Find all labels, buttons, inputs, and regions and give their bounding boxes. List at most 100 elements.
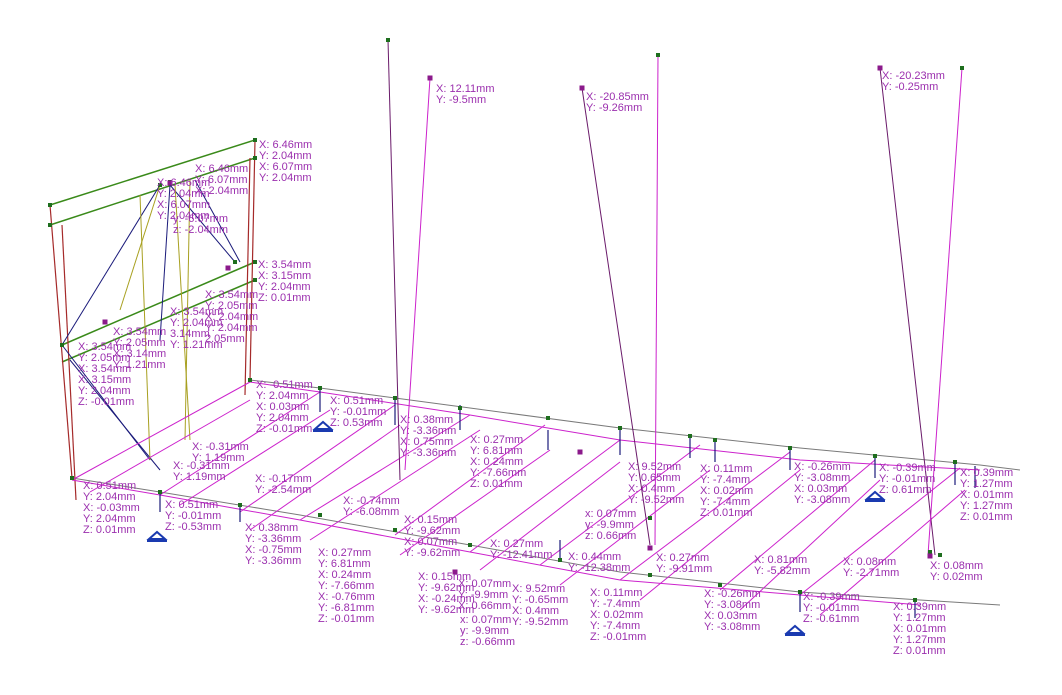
label-line: X: 0.02mm xyxy=(700,485,753,497)
label-line: X: 0.01mm xyxy=(960,489,1013,501)
tower-secondary-3 xyxy=(119,184,161,311)
tower-bracing-0 xyxy=(61,184,161,346)
label-line: X: 3.54mm xyxy=(78,363,131,375)
label-line: X: 3.54mm xyxy=(78,341,131,353)
label-line: X: -0.39mm xyxy=(879,462,936,474)
node-15 xyxy=(618,426,622,430)
node-5 xyxy=(253,260,257,264)
node-31 xyxy=(913,598,917,602)
label-line: X: 0.27mm xyxy=(656,552,709,564)
label-line: Y: 1.27mm xyxy=(960,478,1013,490)
label-line: X: 0.11mm xyxy=(590,587,642,599)
pylon-cable-0 xyxy=(387,39,401,481)
label-line: Y: -3.08mm xyxy=(704,599,760,611)
node-20 xyxy=(953,460,957,464)
cross-beam-6 xyxy=(299,414,471,521)
label-line: X: 3.15mm xyxy=(258,270,311,282)
label-line: X: 0.27mm xyxy=(318,547,371,559)
node-16 xyxy=(688,434,692,438)
label-line: X: 0.51mm xyxy=(83,480,136,492)
label-line: X: 0.39mm xyxy=(960,467,1013,479)
label-line: Z: -0.01mm xyxy=(590,631,646,643)
label-line: y: -6.07mm xyxy=(173,213,228,225)
label-line: Z: 0.01mm xyxy=(960,511,1013,523)
label-line: Z: 0.01mm xyxy=(470,478,523,490)
label-line: Y: -7.4mm xyxy=(590,620,640,632)
label-line: X: 0.51mm xyxy=(165,499,218,511)
label-line: Y: -9.62mm xyxy=(404,547,460,559)
tower-column-3 xyxy=(244,157,251,396)
cross-beam-19 xyxy=(819,489,966,616)
label-line: X: 6.46mm xyxy=(157,177,210,189)
label-line: X: 0.03mm xyxy=(794,483,847,495)
label-line: Y: 1.19mm xyxy=(173,471,226,483)
node-7 xyxy=(233,260,237,264)
label-line: X: 3.54mm xyxy=(258,259,311,271)
label-line: x: 0.07mm xyxy=(460,614,511,626)
label-line: Y: -9.52mm xyxy=(628,494,684,506)
nodes xyxy=(48,38,964,602)
cross-beam-17 xyxy=(739,479,881,611)
label-line: X: 12.11mm xyxy=(436,83,495,95)
label-line: X: 0.4mm xyxy=(628,483,675,495)
label-line: Y: -0.01mm xyxy=(330,406,386,418)
node-disp-9 xyxy=(927,553,933,559)
undeformed-edge-front xyxy=(71,477,1001,606)
node-disp-7 xyxy=(452,569,458,575)
cross-beam-1 xyxy=(89,399,251,493)
label-line: Y: -7.66mm xyxy=(318,580,374,592)
label-line: Y: -7.4mm xyxy=(590,598,640,610)
label-line: X: 0.75mm xyxy=(400,436,453,448)
pylon-cable-1 xyxy=(404,77,431,471)
tower-bracing-1 xyxy=(169,184,236,263)
label-line: Y: 1.27mm xyxy=(893,612,946,624)
label-line: Y: 1.21mm xyxy=(170,339,223,351)
tower-bracing-5 xyxy=(69,359,161,471)
label-line: Y: -7.4mm xyxy=(700,474,750,486)
label-line: Y: -0.01mm xyxy=(803,602,859,614)
cross-beam-16 xyxy=(719,459,876,591)
node-disp-0 xyxy=(427,75,433,81)
label-line: Y: -6.08mm xyxy=(343,506,399,518)
node-29 xyxy=(718,583,722,587)
label-line: X: 0.27mm xyxy=(490,538,543,550)
label-line: X: -0.17mm xyxy=(255,473,312,485)
label-line: X: -0.31mm xyxy=(173,460,230,472)
label-line: X: 0.03mm xyxy=(704,610,757,622)
support-triangle xyxy=(784,624,806,634)
label-line: Y: -2.71mm xyxy=(843,567,899,579)
cross-beam-7 xyxy=(309,429,481,541)
label-line: Y: 2.04mm xyxy=(256,412,309,424)
label-line: Z: -0.53mm xyxy=(165,521,221,533)
label-line: Y: 6.81mm xyxy=(470,445,523,457)
label-line: X: -0.39mm xyxy=(803,591,860,603)
label-line: X: 0.38mm xyxy=(400,414,453,426)
cross-beam-3 xyxy=(179,409,331,506)
label-line: Y: -9.62mm xyxy=(404,525,460,537)
tower-bracing-2 xyxy=(159,184,171,341)
cross-beam-18 xyxy=(799,467,961,596)
label-line: X: 0.01mm xyxy=(893,623,946,635)
